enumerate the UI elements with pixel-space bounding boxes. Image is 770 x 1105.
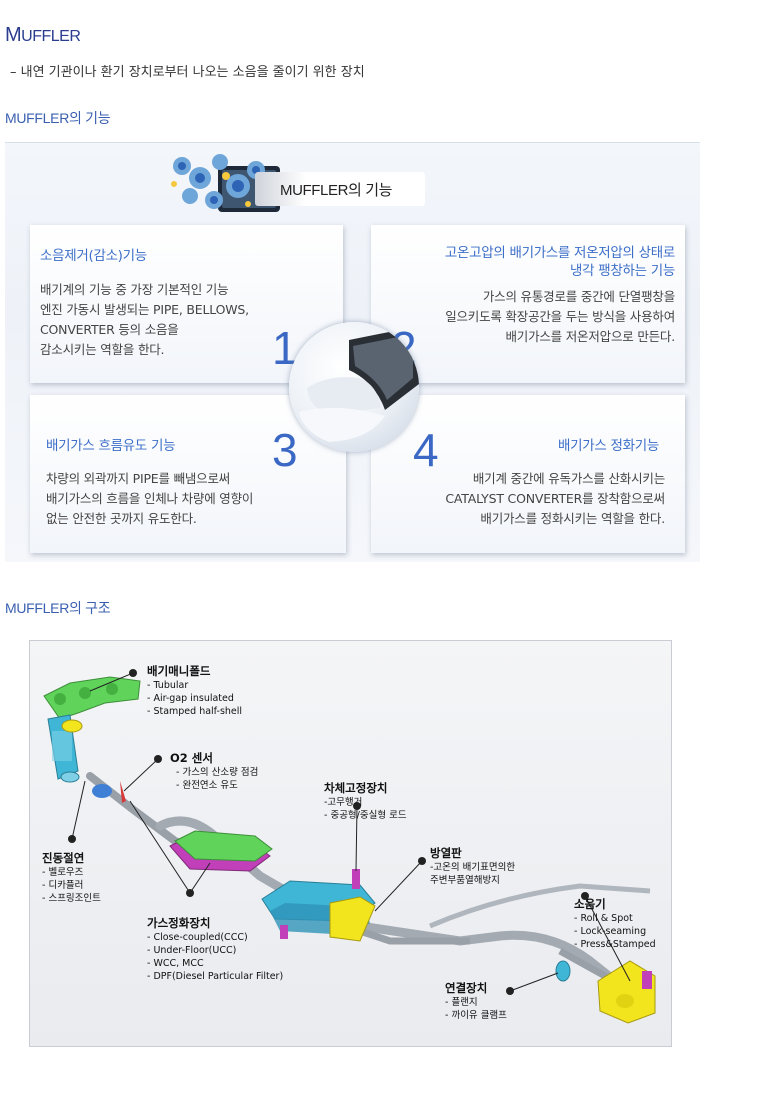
label-item: - 플랜지 <box>445 997 478 1008</box>
label-item: -고온의 배기표면의한 <box>430 862 516 873</box>
card-4-body: 배기계 중간에 유독가스를 산화시키는 CATALYST CONVERTER를 … <box>365 469 665 529</box>
card-4-title: 배기가스 정화기능 <box>558 438 659 454</box>
card-2-title-line: 냉각 팽창하는 기능 <box>570 263 675 279</box>
label-silencer: 소음기 - Roll & Spot - Lock-seaming - Press… <box>574 897 656 951</box>
card-1-body: 배기계의 기능 중 가장 기본적인 기능 엔진 가동시 발생되는 PIPE, B… <box>40 280 340 360</box>
card-3-line: 없는 안전한 곳까지 유도한다. <box>46 511 197 526</box>
card-2-title: 고온고압의 배기가스를 저온저압의 상태로 냉각 팽창하는 기능 <box>375 244 675 280</box>
label-item: - 완전연소 유도 <box>176 780 238 791</box>
card-3-line: 배기가스의 흐름을 인체나 차량에 영향이 <box>46 491 254 506</box>
exhaust-pipe-icon <box>299 326 419 442</box>
card-1-title: 소음제거(감소)기능 <box>40 248 147 264</box>
functions-panel: MUFFLER의 기능 소음제거(감소)기능 배기계의 기능 중 가장 기본적인… <box>5 142 700 562</box>
label-item: - 스프링조인트 <box>42 893 101 904</box>
page-subtitle: – 내연 기관이나 환기 장치로부터 나오는 소음을 줄이기 위한 장치 <box>10 65 365 80</box>
label-item: - Close-coupled(CCC) <box>147 932 248 943</box>
card-4-line: 배기계 중간에 유독가스를 산화시키는 <box>472 471 665 486</box>
card-1-line: 배기계의 기능 중 가장 기본적인 기능 <box>40 282 229 297</box>
card-1-line: CONVERTER 등의 소음을 <box>40 322 179 337</box>
label-item: - 중공형/중실형 로드 <box>324 810 407 821</box>
page-title: MUFFLER <box>5 24 81 47</box>
label-item: - WCC, MCC <box>147 958 204 969</box>
label-heatshield-title: 방열판 <box>430 846 462 860</box>
card-4-number: 4 <box>413 424 439 476</box>
label-vibration-isolation: 진동절연 - 벨로우즈 - 디카플러 - 스프링조인트 <box>42 851 101 905</box>
functions-banner: MUFFLER의 기능 <box>160 142 430 220</box>
function-card-2: 고온고압의 배기가스를 저온저압의 상태로 냉각 팽창하는 기능 가스의 유통경… <box>371 225 685 383</box>
title-rest: UFFLER <box>21 28 81 45</box>
card-2-body: 가스의 유통경로를 중간에 단열팽창을 일으키도록 확장공간을 두는 방식을 사… <box>363 287 675 347</box>
label-item: - Press&Stamped <box>574 939 656 950</box>
card-3-title: 배기가스 흐름유도 기능 <box>46 438 176 454</box>
label-item: -고무행거 <box>324 797 363 808</box>
label-catalyst: 가스정화장치 - Close-coupled(CCC) - Under-Floo… <box>147 916 283 983</box>
card-3-body: 차량의 외곽까지 PIPE를 빼냄으로써 배기가스의 흐름을 인체나 차량에 영… <box>46 469 346 529</box>
label-o2-sensor: O2 센서 - 가스의 산소량 점검 - 완전연소 유도 <box>170 751 258 792</box>
muffler-structure-diagram: 배기매니폴드 - Tubular - Air-gap insulated - S… <box>29 640 672 1047</box>
label-connector: 연결장치 - 플랜지 - 까이유 클램프 <box>445 981 507 1022</box>
label-o2-title: O2 센서 <box>170 751 213 765</box>
label-catalyst-title: 가스정화장치 <box>147 916 211 930</box>
label-manifold: 배기매니폴드 - Tubular - Air-gap insulated - S… <box>147 664 242 718</box>
card-2-line: 가스의 유통경로를 중간에 단열팽창을 <box>482 289 675 304</box>
card-2-line: 일으키도록 확장공간을 두는 방식을 사용하여 <box>445 309 675 324</box>
label-item: - 가스의 산소량 점검 <box>176 767 259 778</box>
function-card-1: 소음제거(감소)기능 배기계의 기능 중 가장 기본적인 기능 엔진 가동시 발… <box>30 225 343 383</box>
label-mount-title: 차체고정장치 <box>324 781 388 795</box>
card-1-line: 엔진 가동시 발생되는 PIPE, BELLOWS, <box>40 302 249 317</box>
function-card-3: 배기가스 흐름유도 기능 차량의 외곽까지 PIPE를 빼냄으로써 배기가스의 … <box>30 395 346 553</box>
card-2-title-line: 고온고압의 배기가스를 저온저압의 상태로 <box>444 245 675 261</box>
label-heat-shield: 방열판 -고온의 배기표면의한 주변부품열해방지 <box>430 846 515 887</box>
label-body-mount: 차체고정장치 -고무행거 - 중공형/중실형 로드 <box>324 781 407 822</box>
gears-icon <box>171 154 280 212</box>
label-item: - Lock-seaming <box>574 926 647 937</box>
label-item: 주변부품열해방지 <box>430 875 500 886</box>
card-3-line: 차량의 외곽까지 PIPE를 빼냄으로써 <box>46 471 231 486</box>
label-item: - Under-Floor(UCC) <box>147 945 237 956</box>
card-2-line: 배기가스를 저온저압으로 만든다. <box>505 329 675 344</box>
card-3-number: 3 <box>272 424 298 476</box>
label-item: - Tubular <box>147 680 189 691</box>
label-silencer-title: 소음기 <box>574 897 606 911</box>
label-connector-title: 연결장치 <box>445 981 488 995</box>
section-title-structure: MUFFLER의 구조 <box>5 600 111 616</box>
title-capital: M <box>5 24 22 46</box>
function-card-4: 배기가스 정화기능 배기계 중간에 유독가스를 산화시키는 CATALYST C… <box>371 395 685 553</box>
label-item: - 까이유 클램프 <box>445 1010 507 1021</box>
exhaust-photo-circle <box>289 322 419 452</box>
banner-title: MUFFLER의 기능 <box>280 182 393 199</box>
label-vibration-title: 진동절연 <box>42 851 85 865</box>
label-item: - 디카플러 <box>42 880 84 891</box>
card-4-line: 배기가스를 정화시키는 역할을 한다. <box>480 511 665 526</box>
label-item: - 벨로우즈 <box>42 867 84 878</box>
exhaust-system-illustration <box>43 669 656 1024</box>
card-4-line: CATALYST CONVERTER를 장착함으로써 <box>445 491 665 506</box>
banner-strip <box>255 172 425 206</box>
section-title-functions: MUFFLER의 기능 <box>5 110 111 126</box>
label-item: - Roll & Spot <box>574 913 633 924</box>
label-manifold-title: 배기매니폴드 <box>147 664 211 678</box>
label-item: - Stamped half-shell <box>147 706 243 717</box>
label-item: - Air-gap insulated <box>147 693 234 704</box>
card-1-line: 감소시키는 역할을 한다. <box>40 342 165 357</box>
label-item: - DPF(Diesel Particular Filter) <box>147 971 284 982</box>
